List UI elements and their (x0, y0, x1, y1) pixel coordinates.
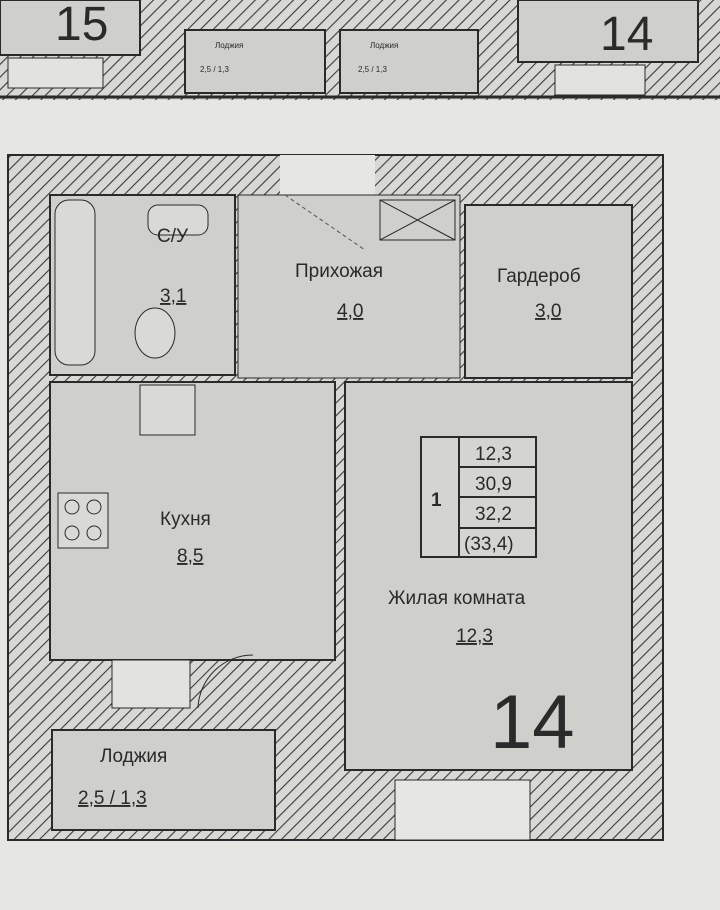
room-loggia: Лоджия 2,5 / 1,3 (51, 729, 276, 831)
toilet-icon (134, 307, 176, 359)
stove-icon (57, 492, 109, 549)
unit-15-block (0, 0, 141, 56)
sink-icon (147, 204, 209, 236)
kitchen-sink-icon (139, 384, 196, 436)
living-area-value: 12,3 (475, 444, 512, 465)
bathroom-area: 3,1 (160, 286, 186, 307)
loggia-right-neighbor (339, 29, 479, 94)
loggia-right-name: Лоджия (370, 41, 398, 50)
hallway-area: 4,0 (337, 301, 363, 322)
room-bathroom: С/У 3,1 (49, 194, 236, 376)
room-kitchen: Кухня 8,5 (49, 381, 336, 709)
bathroom-name: С/У (157, 226, 189, 247)
neighbor-strip: 15 Лоджия 2,5 / 1,3 Лоджия 2,5 / 1,3 14 (0, 0, 720, 100)
hallway-name: Прихожая (295, 261, 383, 282)
window-living (394, 779, 531, 841)
total-full-loggia-value: (33,4) (464, 534, 514, 555)
bathtub-icon (54, 199, 96, 366)
loggia-right-area: 2,5 / 1,3 (358, 65, 387, 74)
total-with-loggia-value: 32,2 (475, 504, 512, 525)
loggia-left-area: 2,5 / 1,3 (200, 65, 229, 74)
total-area-value: 30,9 (475, 474, 512, 495)
room-wardrobe: Гардероб 3,0 (464, 204, 633, 379)
wardrobe-area: 3,0 (535, 301, 561, 322)
living-room-name: Жилая комната (388, 588, 526, 609)
kitchen-area: 8,5 (177, 546, 203, 567)
room-hallway: Прихожая 4,0 (237, 194, 461, 379)
unit-14-number: 14 (600, 8, 653, 61)
living-room-area: 12,3 (456, 626, 493, 647)
balcony-door (197, 654, 254, 709)
loggia-left-neighbor (184, 29, 326, 94)
area-summary-table: 1 12,3 30,9 32,2 (33,4) (420, 436, 537, 558)
apartment-number: 14 (490, 680, 575, 765)
wardrobe-name: Гардероб (497, 266, 581, 287)
loggia-area: 2,5 / 1,3 (78, 788, 147, 809)
loggia-left-name: Лоджия (215, 41, 243, 50)
entrance-door-gap (280, 155, 375, 195)
shaft (379, 199, 456, 241)
unit-15-number: 15 (55, 0, 108, 51)
loggia-name: Лоджия (100, 746, 167, 767)
rooms-count: 1 (431, 490, 442, 511)
kitchen-name: Кухня (160, 509, 211, 530)
unit-14-block (517, 0, 699, 63)
